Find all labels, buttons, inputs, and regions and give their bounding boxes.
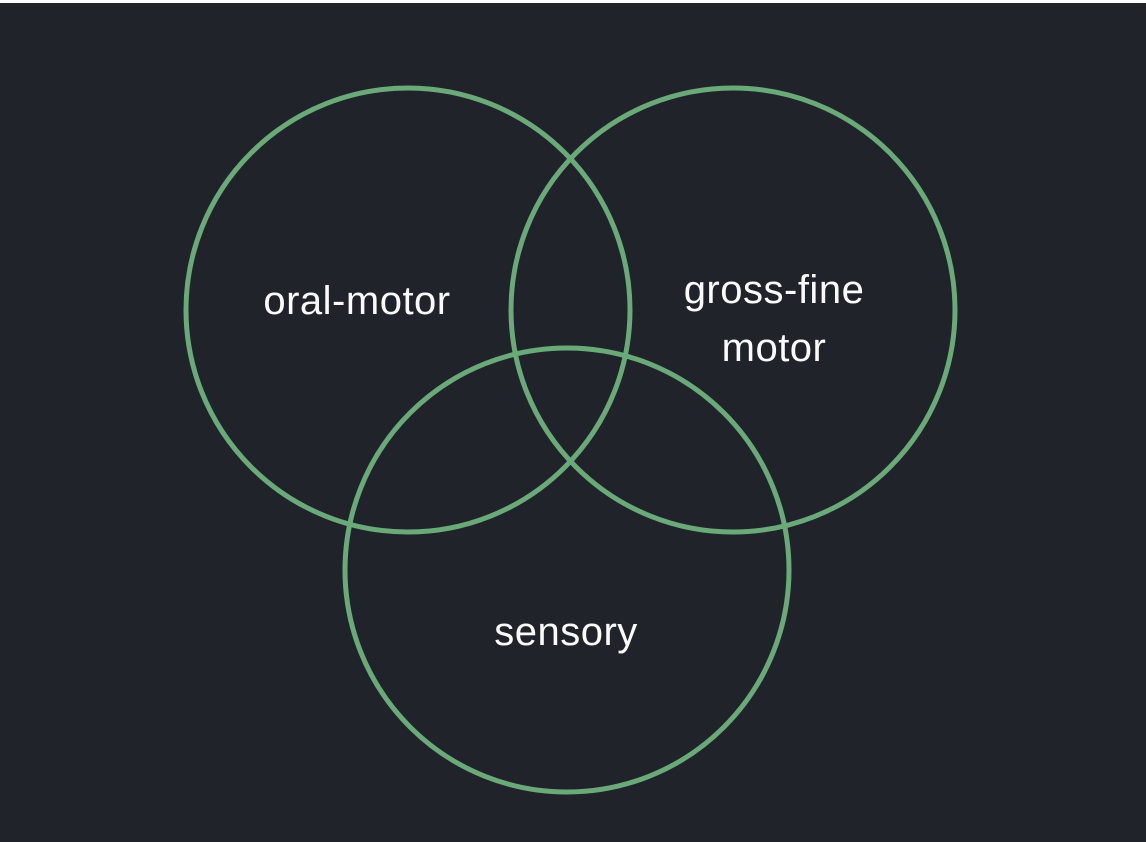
label-oral-motor: oral-motor [263, 279, 450, 323]
label-gross-fine-motor-line2: motor [722, 326, 827, 370]
label-sensory: sensory [494, 610, 638, 654]
venn-circle-sensory [342, 345, 792, 795]
venn-circle-oral-motor [183, 85, 633, 535]
label-gross-fine-motor-line1: gross-fine [684, 268, 865, 312]
top-edge-strip [0, 0, 1146, 3]
venn-circle-gross-fine-motor [508, 85, 958, 535]
